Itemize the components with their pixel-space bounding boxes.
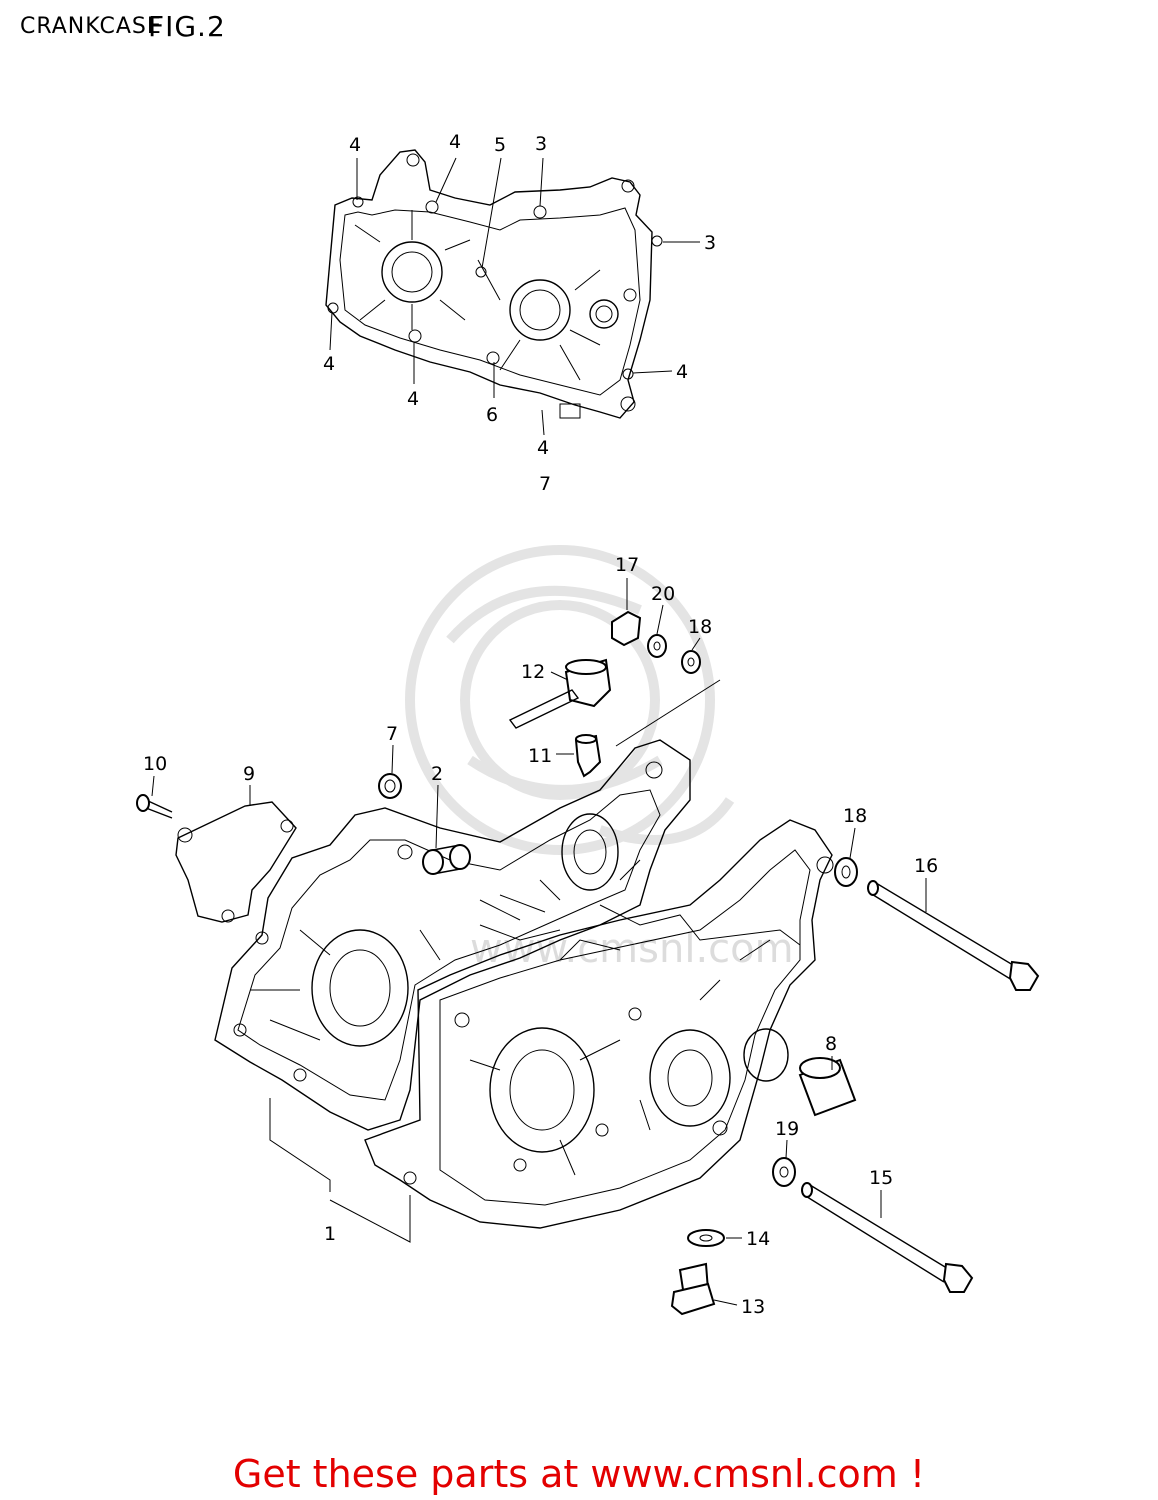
callout-label: 4 <box>323 353 335 375</box>
watermark-logo: www.cmsnl.com <box>405 545 794 972</box>
callout-label: 4 <box>349 134 361 156</box>
callout-label: 3 <box>535 133 547 155</box>
callout-label: 15 <box>869 1167 893 1189</box>
callout-label: 1 <box>324 1223 336 1245</box>
callout-label: 4 <box>449 131 461 153</box>
callout-labels: 4 4 5 3 3 4 4 4 6 4 7 17 20 18 12 11 7 2… <box>143 131 938 1318</box>
callout-label: 11 <box>528 745 552 767</box>
callout-label: 20 <box>651 583 675 605</box>
callout-label: 4 <box>407 388 419 410</box>
callout-label: 7 <box>539 473 551 495</box>
callout-label: 17 <box>615 554 639 576</box>
callout-label: 9 <box>243 763 255 785</box>
callout-label: 12 <box>521 661 545 683</box>
callout-label: 3 <box>704 232 716 254</box>
callout-label: 4 <box>537 437 549 459</box>
callout-label: 10 <box>143 753 167 775</box>
callout-label: 16 <box>914 855 938 877</box>
callout-label: 13 <box>741 1296 765 1318</box>
callout-label: 14 <box>746 1228 770 1250</box>
callout-label: 4 <box>676 361 688 383</box>
callout-label: 18 <box>688 616 712 638</box>
diagram-title: CRANKCASE <box>20 14 162 39</box>
figure-number: FIG.2 <box>148 10 226 43</box>
diagram-header: CRANKCASE FIG.2 <box>20 10 225 43</box>
promo-link[interactable]: Get these parts at www.cmsnl.com ! <box>232 1452 926 1496</box>
callout-label: 2 <box>431 763 443 785</box>
callout-label: 8 <box>825 1033 837 1055</box>
crankcase-assembly <box>214 739 834 1229</box>
callout-label: 6 <box>486 404 498 426</box>
callout-label: 7 <box>386 723 398 745</box>
crankcase-cover-gasket <box>325 149 663 419</box>
callout-label: 19 <box>775 1118 799 1140</box>
small-parts <box>136 610 1040 1316</box>
callout-label: 5 <box>494 134 506 156</box>
watermark-text: www.cmsnl.com <box>470 926 794 972</box>
callout-leaders-upper <box>329 157 700 436</box>
callout-label: 18 <box>843 805 867 827</box>
callout-leaders-lower <box>151 578 927 1306</box>
